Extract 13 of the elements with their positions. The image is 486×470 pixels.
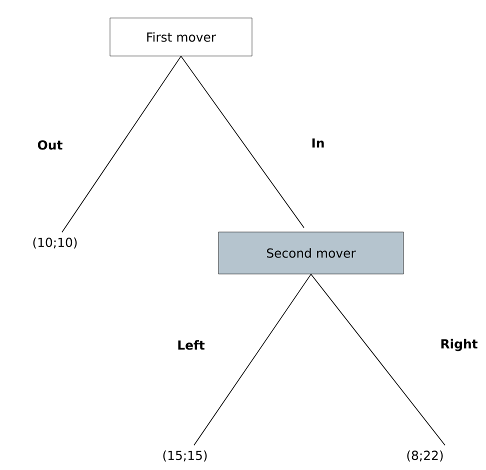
edge-label: Left bbox=[176, 339, 206, 351]
branch-line bbox=[62, 56, 182, 233]
edge-label: Out bbox=[36, 139, 64, 151]
branch-line bbox=[180, 56, 304, 228]
edge-label: Right bbox=[439, 338, 479, 352]
payoff-label: (8;22) bbox=[407, 450, 443, 462]
process-box: Second mover bbox=[218, 232, 404, 274]
branch-line bbox=[194, 274, 312, 446]
process-box: First mover bbox=[110, 18, 252, 56]
edge-label: In bbox=[310, 137, 326, 149]
payoff-label: (15;15) bbox=[163, 450, 207, 462]
payoff-label: (10;10) bbox=[33, 237, 77, 249]
branch-line bbox=[310, 274, 446, 446]
